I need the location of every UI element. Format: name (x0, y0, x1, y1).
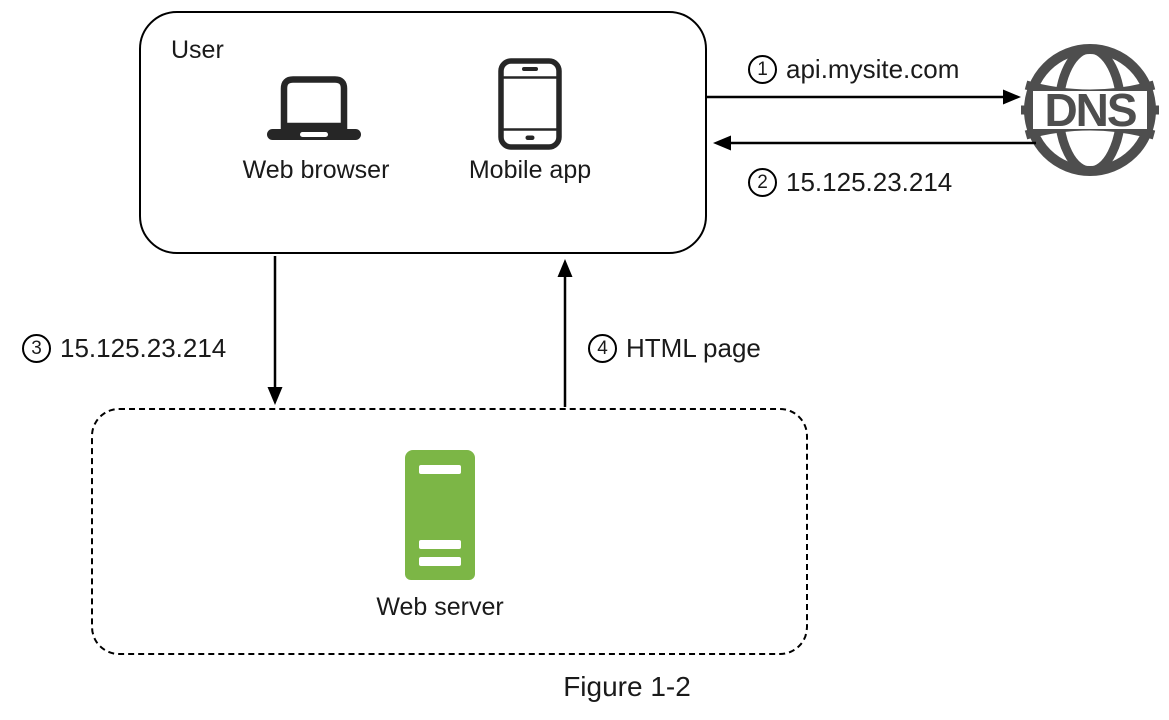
dns-label: DNS (1044, 84, 1135, 136)
step-4-text: HTML page (626, 333, 761, 363)
step-2-text: 15.125.23.214 (786, 167, 953, 197)
mobile-app-label: Mobile app (468, 156, 592, 184)
web-server-label: Web server (376, 593, 504, 621)
server-slot-bottom (419, 557, 461, 566)
user-box (139, 11, 707, 254)
step-1-number-badge: 1 (748, 55, 777, 84)
step-2-label: 2 15.125.23.214 (748, 167, 952, 198)
arrow-4-server-to-user (557, 259, 573, 407)
server-slot-top (419, 465, 461, 474)
step-3-label: 3 15.125.23.214 (22, 333, 226, 364)
arrow-3-user-to-server (267, 256, 283, 405)
step-4-number-badge: 4 (588, 334, 617, 363)
arrow-1-user-to-dns (707, 89, 1021, 105)
laptop-icon (267, 76, 361, 140)
web-browser-label: Web browser (242, 156, 390, 184)
server-slot-middle (419, 540, 461, 549)
step-4-label: 4 HTML page (588, 333, 761, 364)
server-icon (405, 450, 475, 580)
step-1-label: 1 api.mysite.com (748, 54, 959, 85)
step-1-text: api.mysite.com (786, 54, 960, 84)
arrow-2-dns-to-user (713, 135, 1036, 151)
step-2-number-badge: 2 (748, 168, 777, 197)
step-3-text: 15.125.23.214 (60, 333, 227, 363)
user-box-title: User (171, 36, 224, 64)
dns-globe-icon: DNS (1021, 44, 1159, 176)
figure-caption: Figure 1-2 (563, 671, 691, 702)
step-3-number-badge: 3 (22, 334, 51, 363)
mobile-icon (498, 58, 562, 150)
